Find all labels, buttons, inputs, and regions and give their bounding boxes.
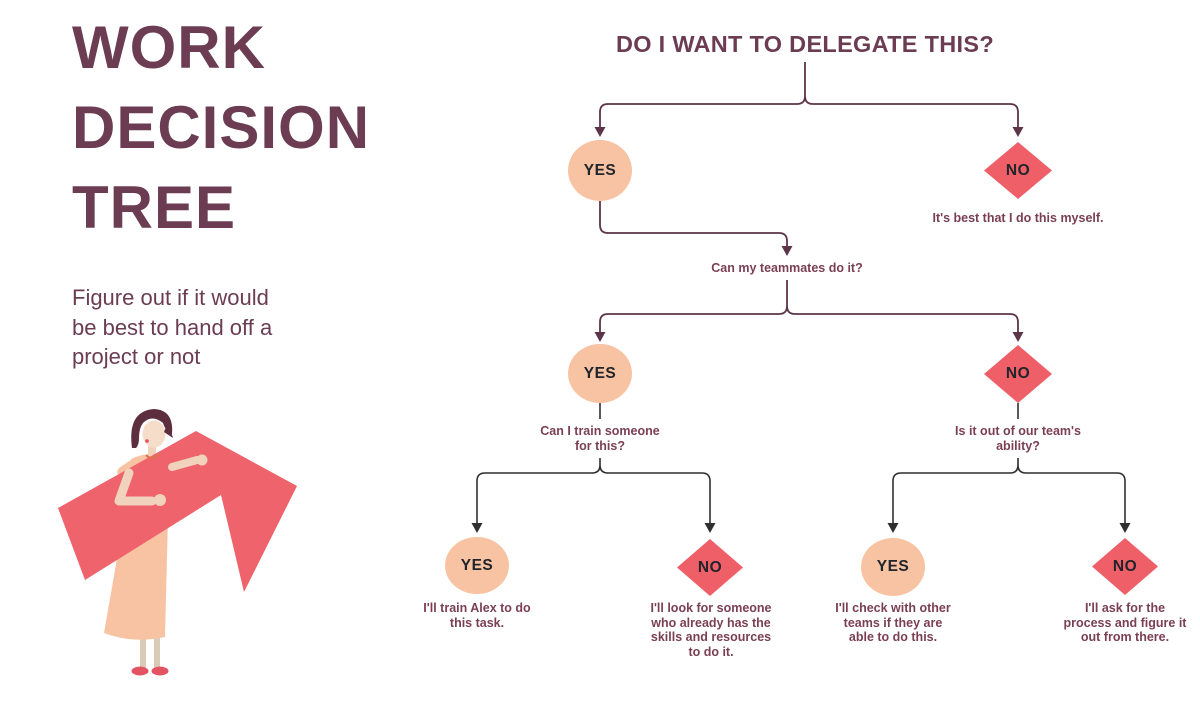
page-title: WORK DECISION TREE — [72, 14, 371, 241]
arrowhead-l2-no — [1012, 332, 1024, 342]
page-subtitle: Figure out if it would be best to hand o… — [72, 285, 273, 369]
woman-with-arrow-illustration — [58, 409, 297, 676]
question-teammates: Can my teammates do it? — [711, 261, 863, 275]
shoe-right — [151, 666, 169, 676]
outcome-ask-for-process: I'll ask for the process and figure it o… — [1063, 601, 1187, 644]
question-team-ability: Is it out of our team's ability? — [955, 424, 1081, 453]
connector-root-branch — [599, 62, 1019, 127]
arrowhead-l3-ability-yes — [887, 523, 899, 533]
arrowhead-l3-train-yes — [471, 523, 483, 533]
outcome-look-for-someone: I'll look for someone who already has th… — [650, 601, 772, 659]
root-question: DO I WANT TO DELEGATE THIS? — [615, 31, 994, 57]
connector-level2-branch — [599, 280, 1019, 332]
outcome-do-it-myself: It's best that I do this myself. — [932, 211, 1104, 225]
node-l2-yes: YES — [568, 344, 632, 403]
hand-right — [196, 454, 208, 466]
hair-flick — [164, 422, 173, 438]
arrowhead-l3-ability-no — [1119, 523, 1131, 533]
question-train-someone: Can I train someone for this? — [540, 424, 660, 453]
outcome-check-other-teams: I'll check with other teams if they are … — [835, 601, 951, 644]
arm-left — [114, 468, 157, 506]
outcome-train-alex: I'll train Alex to do this task. — [423, 601, 531, 630]
node-l3-ability-yes: YES — [861, 538, 925, 596]
connector-left-branch — [476, 458, 711, 523]
shoe-left — [131, 666, 149, 676]
connector-right-branch — [892, 458, 1126, 523]
arrowhead-l3-train-no — [704, 523, 716, 533]
arm-right — [168, 456, 201, 471]
hand-left — [154, 494, 166, 506]
arrowhead-l2-yes — [594, 332, 606, 342]
earring — [145, 439, 149, 443]
node-l3-train-yes: YES — [445, 537, 509, 594]
big-arrow-icon — [58, 431, 297, 592]
arrowhead-l1-yes — [594, 127, 606, 137]
arrowhead-q2 — [781, 246, 793, 256]
neck — [148, 446, 156, 457]
node-l1-yes: YES — [568, 140, 632, 201]
connector-yes1-elbow — [599, 201, 788, 247]
necklace — [145, 453, 161, 460]
arrowhead-l1-no — [1012, 127, 1024, 137]
hair — [131, 409, 173, 448]
